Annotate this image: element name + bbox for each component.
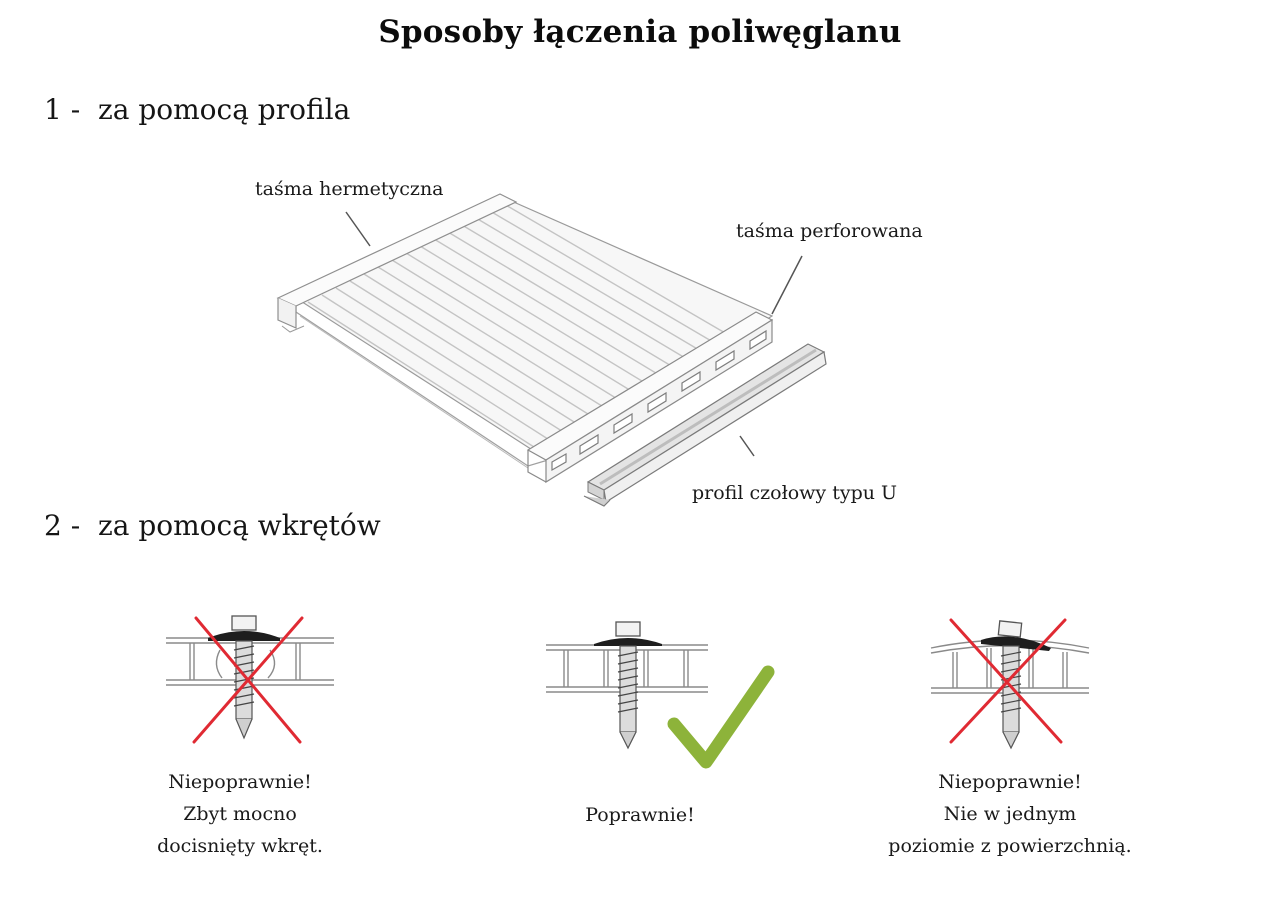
caption-line: poziomie z powierzchnią.: [888, 835, 1132, 857]
leader-sealing-tape: [345, 211, 371, 247]
caption-line: Poprawnie!: [585, 804, 695, 826]
page-title: Sposoby łączenia poliwęglanu: [378, 14, 902, 50]
screw-overtightened-illustration: [166, 615, 334, 744]
screw-correct-illustration: [546, 621, 775, 769]
screw-not-flush-illustration: [930, 618, 1090, 750]
profile-assembly-diagram: [276, 193, 827, 507]
red-x-icon: [949, 618, 1067, 744]
label-u-profile: profil czołowy typu U: [692, 482, 898, 504]
green-check-icon: [667, 665, 775, 769]
red-x-icon: [192, 616, 304, 744]
caption-line: Zbyt mocno: [183, 803, 297, 825]
caption-line: Nie w jednym: [943, 803, 1077, 825]
section-heading-screws: 2 - za pomocą wkrętów: [44, 509, 381, 542]
screw-example-correct: [540, 612, 780, 772]
caption-line: docisnięty wkręt.: [157, 835, 323, 857]
polycarbonate-panel-illustration: [276, 193, 827, 507]
leader-perforated-tape: [771, 255, 803, 315]
screw-example-too-tight: [160, 610, 340, 750]
caption-line: Niepoprawnie!: [168, 771, 312, 793]
leader-u-profile: [739, 435, 755, 457]
caption-too-tight: Niepoprawnie! Zbyt mocno docisnięty wkrę…: [130, 766, 350, 862]
caption-line: Niepoprawnie!: [938, 771, 1082, 793]
caption-not-level: Niepoprawnie! Nie w jednym poziomie z po…: [860, 766, 1160, 862]
caption-correct: Poprawnie!: [530, 799, 750, 831]
section-heading-profile: 1 - za pomocą profila: [44, 93, 351, 126]
label-sealing-tape: taśma hermetyczna: [255, 178, 444, 200]
label-perforated-tape: taśma perforowana: [736, 220, 923, 242]
screw-example-not-level: [925, 614, 1095, 750]
